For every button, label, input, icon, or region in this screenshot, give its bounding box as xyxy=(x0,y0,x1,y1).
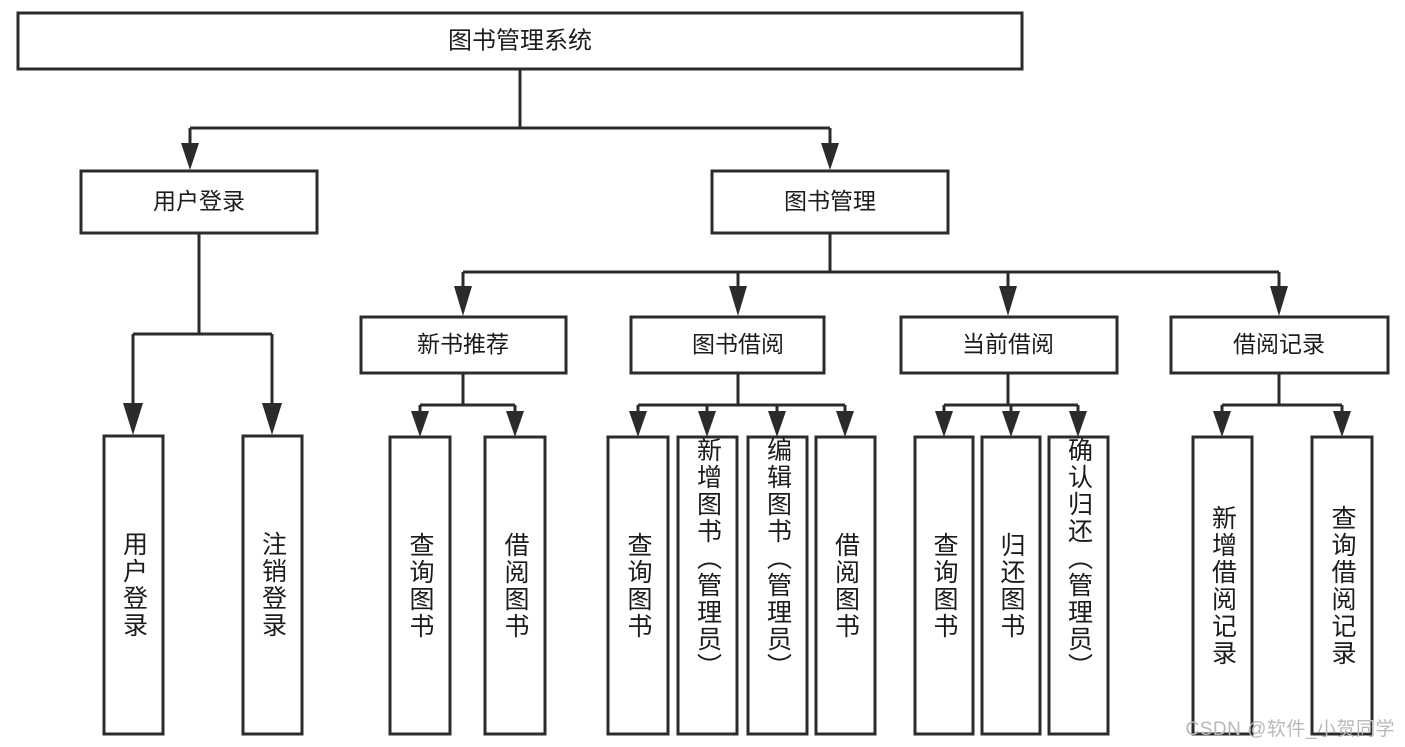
connector-root-to-level2 xyxy=(181,69,839,170)
leaf-node-current-return[interactable] xyxy=(980,435,1042,736)
arrow-head-icon xyxy=(1270,286,1288,316)
arrow-head-icon xyxy=(1213,411,1231,437)
arrow-head-icon xyxy=(629,411,647,437)
arrow-head-icon xyxy=(411,411,429,437)
leaf-node-logout[interactable] xyxy=(241,434,304,736)
arrow-head-icon xyxy=(935,411,953,437)
leaf-node-newbook-query[interactable] xyxy=(388,435,452,736)
leaf-node-borrow-edit[interactable] xyxy=(746,435,809,736)
connector-borrowrecord-to-leaves xyxy=(1213,373,1351,437)
arrow-head-icon xyxy=(821,143,839,170)
arrow-head-icon xyxy=(454,286,472,316)
connector-currentborrow-to-leaves xyxy=(935,373,1087,437)
arrow-head-icon xyxy=(1069,411,1087,437)
connector-userlogin-to-leaves xyxy=(123,234,282,435)
node-current-borrow-label: 当前借阅 xyxy=(962,331,1054,357)
arrow-head-icon xyxy=(1333,411,1351,437)
leaf-node-borrow-add[interactable] xyxy=(676,435,739,736)
leaf-node-current-confirm[interactable] xyxy=(1047,435,1110,736)
arrow-head-icon xyxy=(123,403,143,435)
connector-bookmgmt-to-level3 xyxy=(454,234,1288,316)
leaf-node-record-query[interactable] xyxy=(1310,435,1374,736)
node-borrow-record-label: 借阅记录 xyxy=(1233,331,1325,357)
arrow-head-icon xyxy=(181,143,199,170)
leaf-node-borrow-query[interactable] xyxy=(606,435,670,736)
node-user-login-label: 用户登录 xyxy=(153,188,245,214)
node-borrow-record[interactable]: 借阅记录 xyxy=(1169,315,1390,375)
watermark: CSDN @软件_小贺同学 xyxy=(1185,719,1395,740)
node-new-book-recommend-label: 新书推荐 xyxy=(417,331,509,357)
leaf-node-record-add[interactable] xyxy=(1191,435,1254,736)
connector-newbook-to-leaves xyxy=(411,373,524,437)
arrow-head-icon xyxy=(836,411,854,437)
node-book-borrow[interactable]: 图书借阅 xyxy=(629,315,826,375)
arrow-head-icon xyxy=(729,286,747,316)
arrow-head-icon xyxy=(506,411,524,437)
arrow-head-icon xyxy=(262,403,282,435)
leaf-node-newbook-borrow[interactable] xyxy=(483,435,547,736)
arrow-head-icon xyxy=(999,286,1017,316)
node-current-borrow[interactable]: 当前借阅 xyxy=(899,315,1119,375)
leaf-node-borrow-lend[interactable] xyxy=(814,435,877,736)
node-book-management-label: 图书管理 xyxy=(784,188,876,214)
connector-bookborrow-to-leaves xyxy=(629,373,854,437)
arrow-head-icon xyxy=(698,411,716,437)
leaf-node-current-query[interactable] xyxy=(913,435,975,736)
arrow-head-icon xyxy=(1002,411,1020,437)
node-root[interactable]: 图书管理系统 xyxy=(16,11,1024,71)
node-root-label: 图书管理系统 xyxy=(448,27,592,54)
leaf-node-user-login[interactable] xyxy=(102,434,165,736)
node-user-login[interactable]: 用户登录 xyxy=(79,169,319,235)
node-new-book-recommend[interactable]: 新书推荐 xyxy=(359,315,568,375)
arrow-head-icon xyxy=(768,411,786,437)
node-book-management[interactable]: 图书管理 xyxy=(710,169,950,235)
node-book-borrow-label: 图书借阅 xyxy=(692,331,784,357)
